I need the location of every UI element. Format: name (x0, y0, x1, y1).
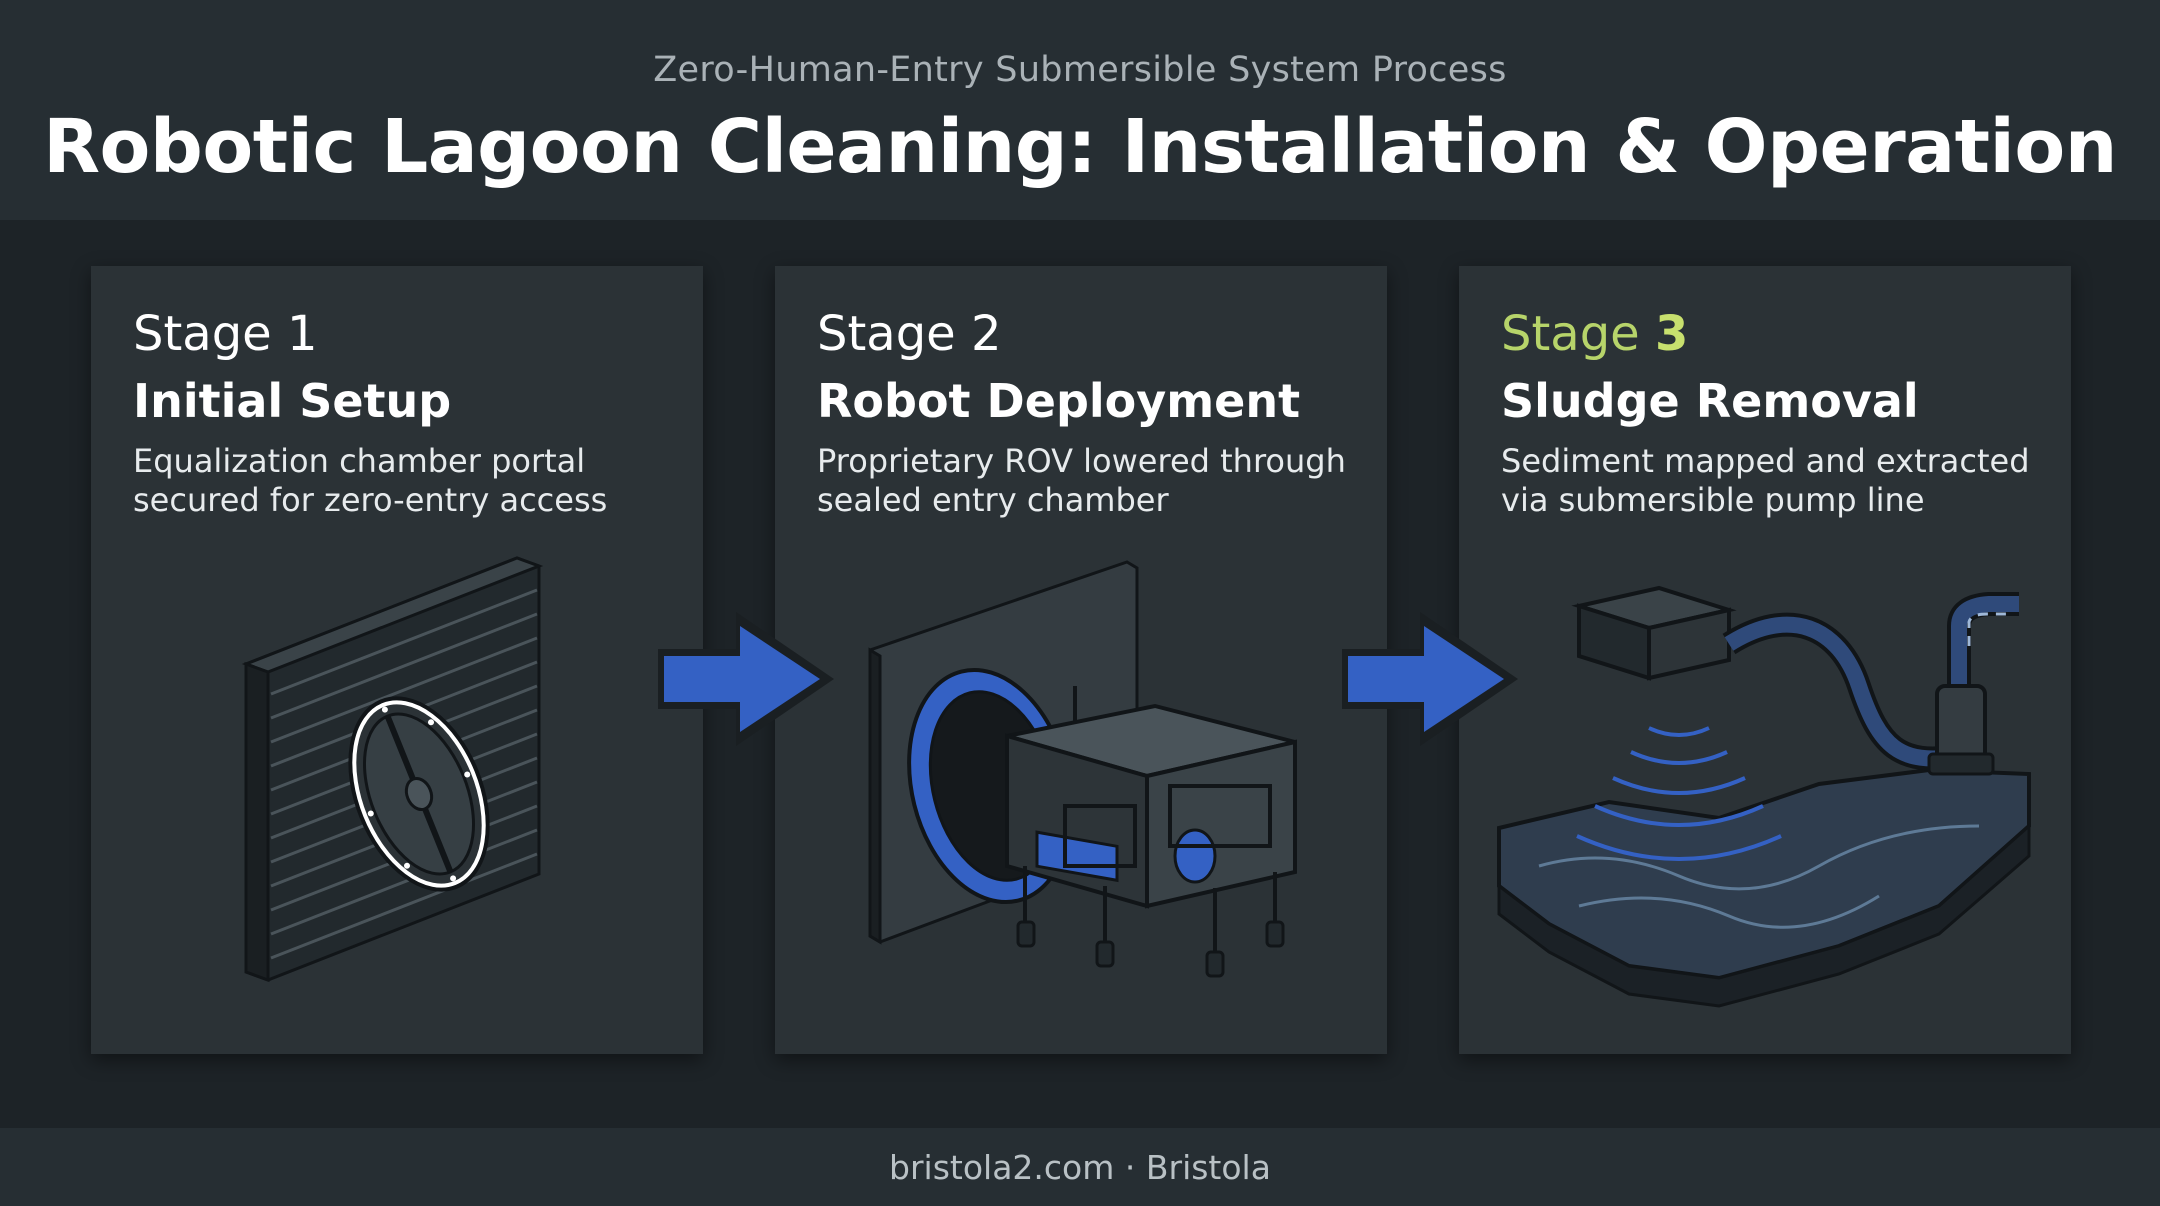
stage-label: Stage (1501, 306, 1640, 362)
sludge-pump-icon (1497, 585, 2031, 1008)
stage-title: Initial Setup (133, 374, 452, 428)
footer-band (0, 1128, 2160, 1206)
stage-panel-1: Stage 1 Initial Setup Equalization chamb… (91, 266, 703, 1054)
stage-description: Proprietary ROV lowered through sealed e… (817, 442, 1346, 519)
stage-number: 1 (286, 306, 318, 362)
arrow-right-icon (1342, 612, 1518, 746)
header-band (0, 0, 2160, 220)
stage-panel-2: Stage 2 Robot Deployment Proprietary ROV… (775, 266, 1387, 1054)
stage-number: 2 (970, 306, 1002, 362)
stage-number: 3 (1654, 306, 1689, 362)
stage-label: Stage (817, 306, 956, 362)
page-subtitle: Zero-Human-Entry Submersible System Proc… (653, 50, 1507, 90)
stage-title: Sludge Removal (1501, 374, 1919, 428)
stage-label: Stage (133, 306, 272, 362)
rov-robot-icon (868, 560, 1297, 978)
arrow-right-icon (658, 612, 834, 746)
stage-heading: Stage 1 (133, 306, 318, 362)
page-title: Robotic Lagoon Cleaning: Installation & … (43, 104, 2117, 190)
chamber-portal-icon (241, 556, 544, 983)
stage-description: Equalization chamber portal secured for … (133, 442, 608, 519)
stage-description: Sediment mapped and extracted via submer… (1501, 442, 2030, 519)
stage-title: Robot Deployment (817, 374, 1301, 428)
stage-panel-3: Stage 3 Sludge Removal Sediment mapped a… (1459, 266, 2071, 1054)
stage-heading: Stage 2 (817, 306, 1002, 362)
stage-heading: Stage 3 (1501, 306, 1688, 362)
footer-credit: bristola2.com · Bristola (889, 1148, 1271, 1187)
